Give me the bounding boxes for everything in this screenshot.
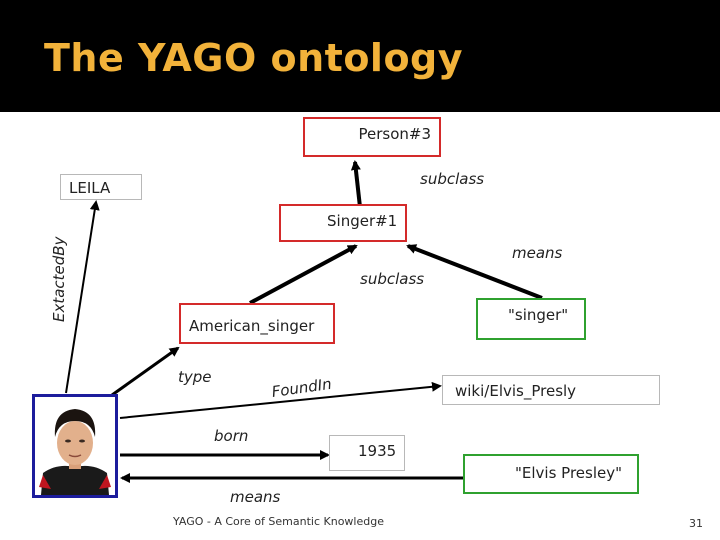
edge-singer-person (355, 162, 360, 207)
edge-label-extracted-by: ExtactedBy (50, 237, 68, 322)
edge-elvis-american (112, 348, 178, 395)
node-elvis-entity (32, 394, 118, 498)
node-american-singer: American_singer (179, 303, 335, 344)
node-elvis-word-label: "Elvis Presley" (515, 464, 622, 482)
edge-label-born: born (214, 427, 248, 445)
node-singer-word: "singer" (476, 298, 586, 340)
edge-label-subclass-mid: subclass (360, 270, 424, 288)
node-singer-label: Singer#1 (327, 212, 397, 230)
edge-label-means-elvis: means (230, 488, 280, 506)
node-wiki-elvis: wiki/Elvis_Presly (442, 375, 660, 405)
edge-label-means-singer: means (512, 244, 562, 262)
node-leila: LEILA (60, 174, 142, 200)
node-person: Person#3 (303, 117, 441, 157)
page-number: 31 (689, 517, 703, 530)
node-year: 1935 (329, 435, 405, 471)
slide-footer: YAGO - A Core of Semantic Knowledge (173, 515, 384, 528)
node-american-singer-label: American_singer (189, 317, 314, 335)
node-wiki-elvis-label: wiki/Elvis_Presly (455, 382, 576, 400)
edge-american-singer (250, 246, 356, 303)
node-singer: Singer#1 (279, 204, 407, 242)
node-person-label: Person#3 (358, 125, 431, 143)
edge-label-subclass-top: subclass (420, 170, 484, 188)
elvis-portrait-icon (35, 397, 115, 495)
edge-label-type: type (178, 368, 212, 386)
node-leila-label: LEILA (69, 179, 110, 197)
edge-extracted-by (66, 202, 96, 393)
node-singer-word-label: "singer" (508, 306, 568, 324)
node-year-label: 1935 (358, 442, 396, 460)
node-elvis-word: "Elvis Presley" (463, 454, 639, 494)
